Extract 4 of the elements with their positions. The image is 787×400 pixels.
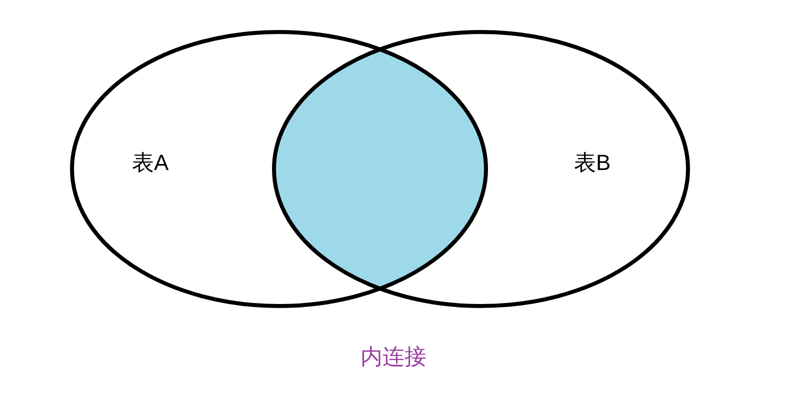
set-label: 表B [574, 149, 611, 177]
intersection-region [274, 49, 486, 289]
caption: 内连接 [360, 344, 426, 369]
set-label: 表A [132, 149, 169, 177]
